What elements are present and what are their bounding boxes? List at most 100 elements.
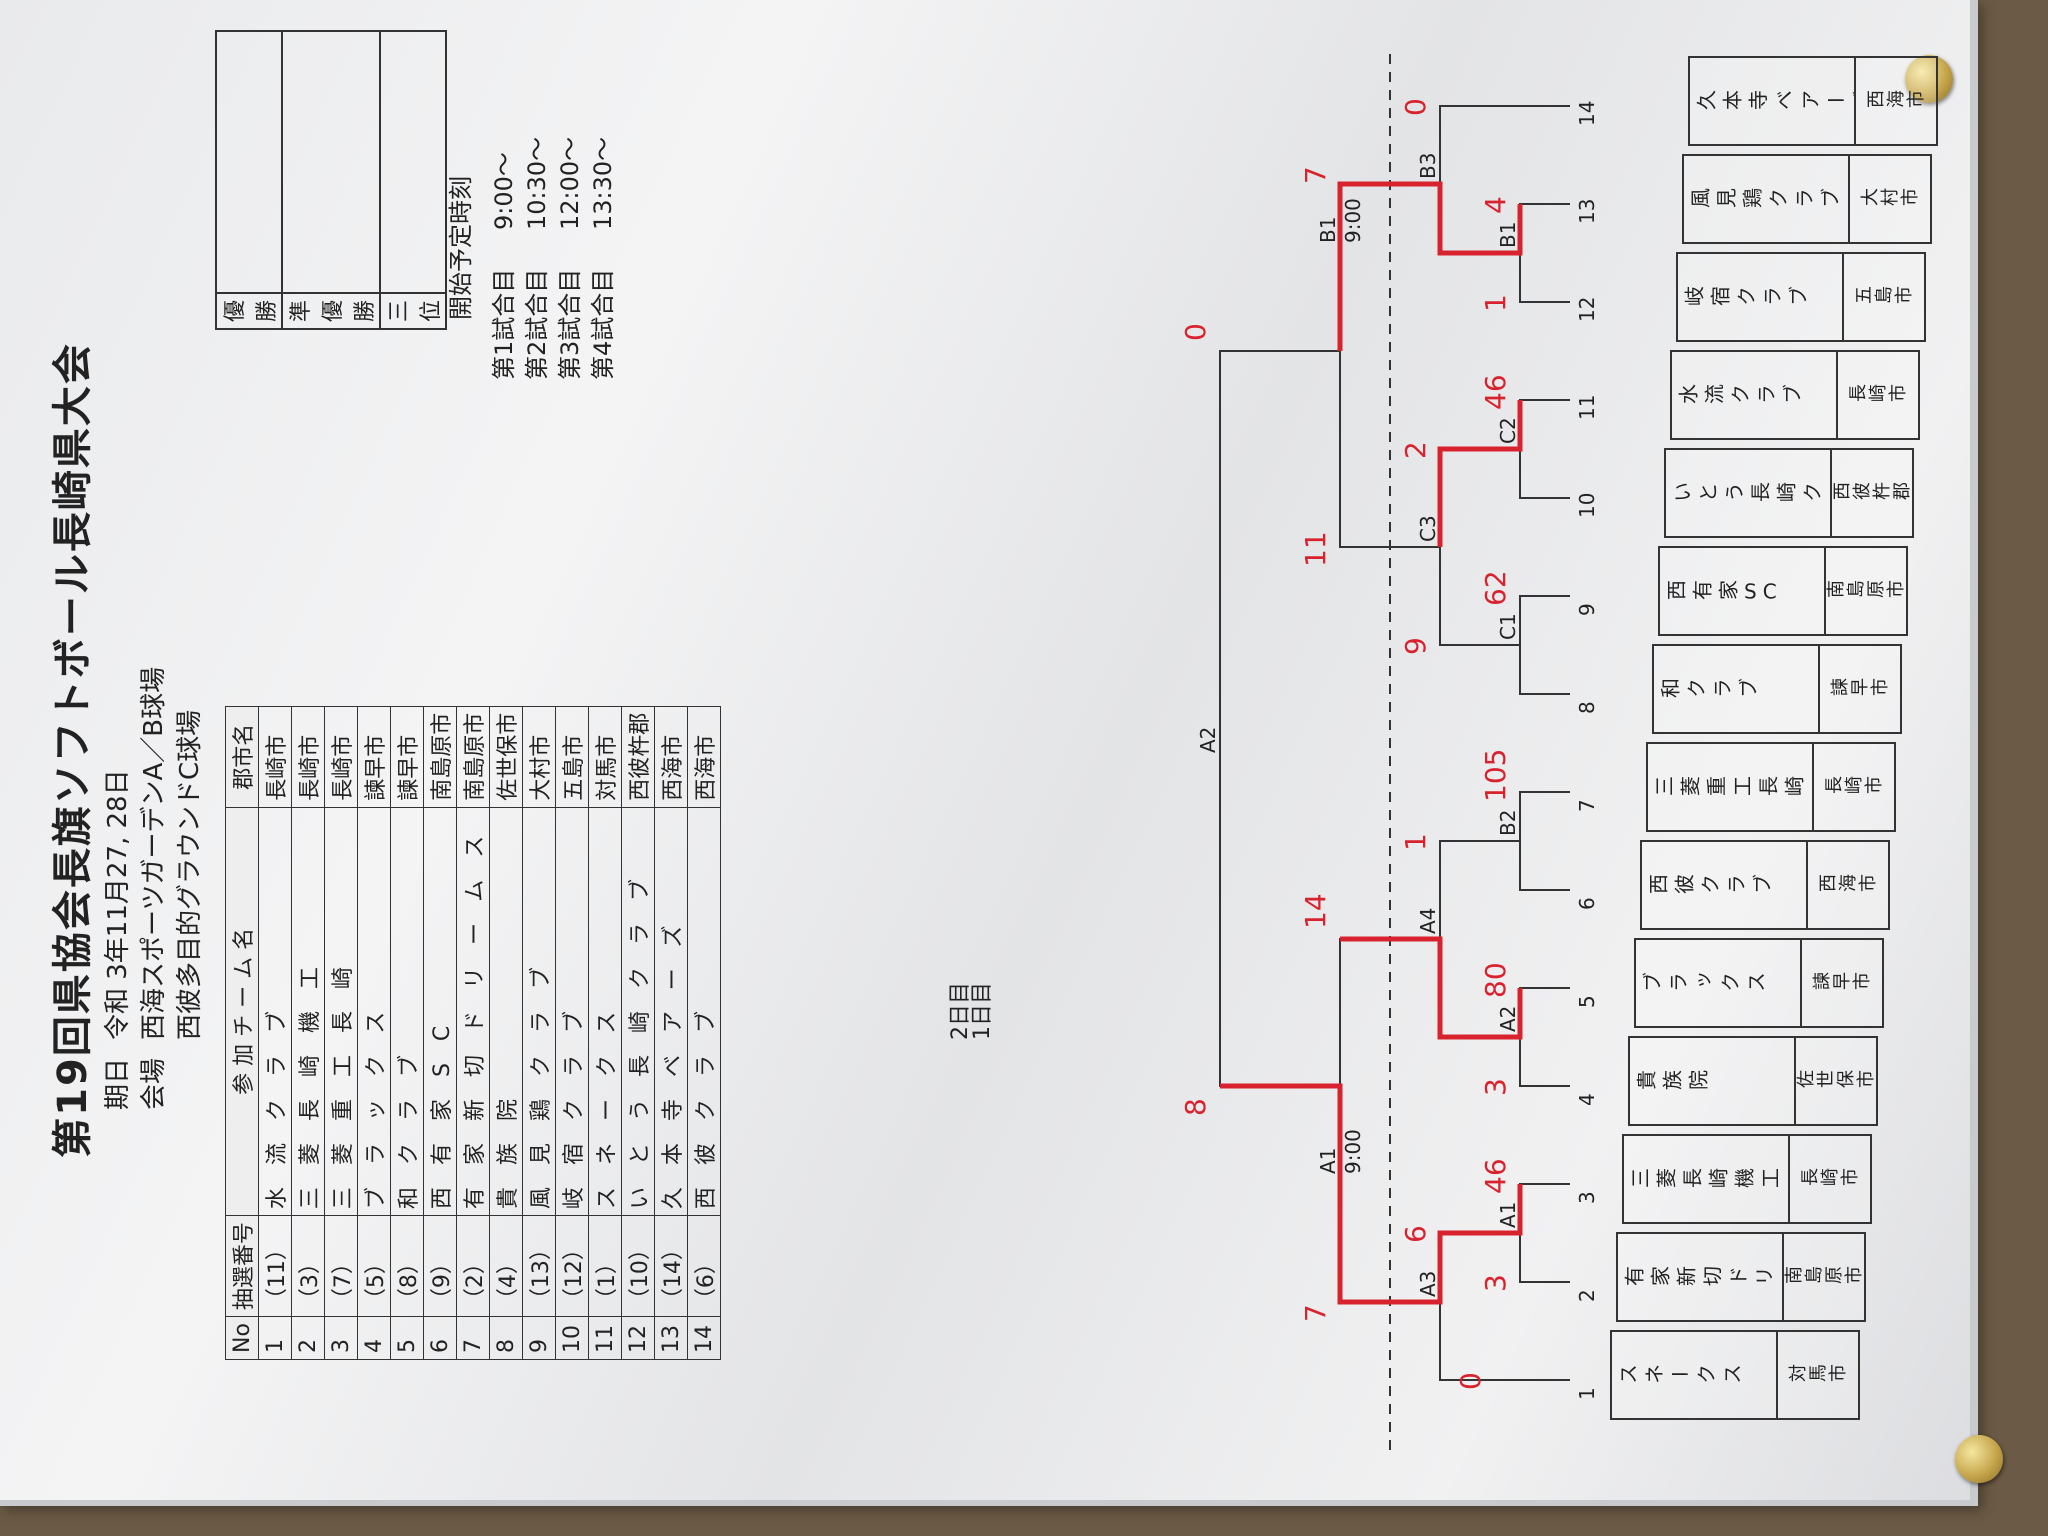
- seed-number: 11: [1575, 394, 1599, 420]
- team-city: 諫早市: [1818, 646, 1900, 732]
- table-row: 13（14）久本寺ベアーズ西海市: [654, 706, 688, 1360]
- seed-number: 7: [1575, 799, 1599, 812]
- game-label: B1: [1496, 222, 1520, 248]
- game-label: A4: [1416, 908, 1440, 934]
- team-name: スネークス: [1618, 1363, 1748, 1388]
- page-title: 第19回県協会長旗ソフトボール長崎県大会: [50, 342, 96, 1158]
- bracket-line: [1519, 987, 1570, 1087]
- game-label: B2: [1496, 810, 1520, 836]
- score-mark: 80: [1479, 962, 1512, 998]
- start-times: 開始予定時刻 第1試合目9:00〜 第2試合目10:30〜 第3試合目12:00…: [447, 136, 617, 380]
- seed-number: 1: [1575, 1387, 1599, 1400]
- seed-number: 4: [1575, 1093, 1599, 1106]
- event-date: 令和 3年11月27, 28日: [103, 769, 133, 1040]
- team-name: 久本寺ベアーズ: [1696, 89, 1854, 114]
- score-mark: 2: [1399, 441, 1432, 459]
- bracket-team: 貴族院 佐世保市: [1628, 1036, 1878, 1126]
- score-mark: 46: [1479, 1158, 1512, 1194]
- table-row: 12（10）いとう長崎クラブ西彼杵郡: [621, 706, 655, 1360]
- team-name: 三菱長崎機工: [1630, 1167, 1786, 1192]
- seed-number: 3: [1575, 1191, 1599, 1204]
- bracket-team: 和クラブ 諫早市: [1652, 644, 1902, 734]
- team-name: 三菱重工長崎: [1654, 775, 1810, 800]
- team-name: 貴族院: [1636, 1069, 1714, 1094]
- table-row: 14（6）西彼クラブ西海市: [687, 706, 721, 1360]
- team-name: 和クラブ: [1660, 677, 1764, 702]
- team-name: 西彼クラブ: [1648, 873, 1778, 898]
- score-mark: 9: [1399, 637, 1432, 655]
- winner-path: [1437, 400, 1523, 547]
- score-mark: 11: [1299, 531, 1332, 567]
- seed-number: 2: [1575, 1289, 1599, 1302]
- table-row: 2（3）三菱長崎機工長崎市: [291, 706, 325, 1360]
- tournament-sheet: 第19回県協会長旗ソフトボール長崎県大会 期日令和 3年11月27, 28日 会…: [20, 30, 1938, 1470]
- seed-number: 13: [1575, 198, 1599, 224]
- venue-1: 西海スポーツガーデンA／B球場: [139, 666, 169, 1040]
- team-name: ブラックス: [1642, 971, 1772, 996]
- bracket-line: [1519, 203, 1570, 303]
- seed-number: 8: [1575, 701, 1599, 714]
- table-row: 8（4）貴族院佐世保市: [489, 706, 523, 1360]
- score-mark: 7: [1299, 166, 1332, 184]
- seed-number: 10: [1575, 492, 1599, 518]
- bracket-team: 三菱重工長崎長崎市: [1646, 742, 1896, 832]
- seed-number: 14: [1575, 100, 1599, 126]
- team-city: 西海市: [1854, 58, 1936, 144]
- game-label: A1: [1316, 1148, 1340, 1174]
- team-name: 水流クラブ: [1678, 383, 1808, 408]
- seed-number: 12: [1575, 296, 1599, 322]
- game-label: A2: [1196, 727, 1220, 753]
- team-city: 南島原市: [1782, 1234, 1864, 1320]
- score-mark: 0: [1179, 323, 1212, 341]
- team-city: 南島原市: [1824, 548, 1906, 634]
- table-row: 7（2）有家新切ドリームス南島原市: [456, 706, 490, 1360]
- paper-sheet: 第19回県協会長旗ソフトボール長崎県大会 期日令和 3年11月27, 28日 会…: [0, 0, 2003, 1506]
- game-time: 9:00: [1341, 198, 1365, 243]
- bracket-team: 岐宿クラブ五島市: [1676, 252, 1926, 342]
- table-row: 5（8）和クラブ諫早市: [390, 706, 424, 1360]
- winner-path: [1220, 1083, 1523, 1305]
- table-row: 4（5）ブラックス諫早市: [357, 706, 391, 1360]
- score-mark: 8: [1179, 1098, 1212, 1116]
- score-mark: 0: [1399, 98, 1432, 116]
- score-mark: 7: [1299, 1304, 1332, 1322]
- bracket-line: [1219, 350, 1340, 1087]
- team-city: 佐世保市: [1794, 1038, 1876, 1124]
- bracket-line: [1519, 791, 1570, 891]
- score-mark: 105: [1479, 749, 1512, 802]
- table-row: 10（12）岐宿クラブ五島市: [555, 706, 589, 1360]
- team-name: 風見鶏クラブ: [1690, 187, 1846, 212]
- team-city: 長崎市: [1836, 352, 1918, 438]
- game-label: C2: [1496, 417, 1520, 444]
- results-box: 優 勝 準優勝 三 位: [215, 30, 447, 330]
- game-time: 9:00: [1341, 1129, 1365, 1174]
- team-city: 西海市: [1806, 842, 1888, 928]
- winner-path: [1337, 181, 1523, 351]
- score-mark: 6: [1399, 1225, 1432, 1243]
- team-city: 諫早市: [1800, 940, 1882, 1026]
- venue-2: 西彼多目的グラウンドC球場: [175, 709, 205, 1040]
- game-label: B3: [1416, 153, 1440, 179]
- seed-number: 9: [1575, 603, 1599, 616]
- team-city: 五島市: [1842, 254, 1924, 340]
- bracket-line: [1519, 399, 1570, 499]
- team-city: 西彼杵郡: [1830, 450, 1912, 536]
- table-row: 3（7）三菱重工長崎長崎市: [324, 706, 358, 1360]
- team-city: 対馬市: [1776, 1332, 1858, 1418]
- game-label: C3: [1416, 515, 1440, 542]
- table-row: 9（13）風見鶏クラブ大村市: [522, 706, 556, 1360]
- bracket-line: [1519, 1183, 1570, 1283]
- pushpin-icon: [1955, 1435, 2003, 1483]
- score-mark: 62: [1479, 570, 1512, 606]
- game-label: A1: [1496, 1202, 1520, 1228]
- team-name: 有家新切ドリームス: [1624, 1265, 1782, 1290]
- bracket-team: スネークス 対馬市: [1610, 1330, 1860, 1420]
- score-mark: 3: [1479, 1274, 1512, 1292]
- team-name: いとう長崎クラブ: [1672, 481, 1830, 506]
- table-row: 1（11）水流クラブ長崎市: [258, 706, 292, 1360]
